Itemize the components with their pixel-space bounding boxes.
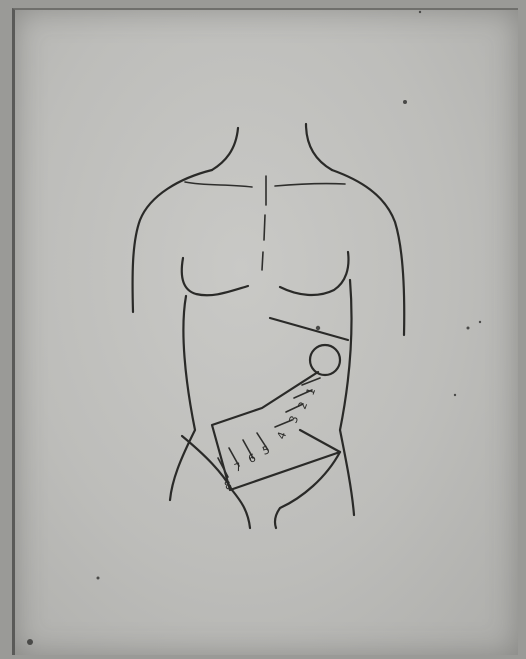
sternum-line [262, 176, 266, 270]
left-leg-line [232, 490, 250, 528]
right-flank [340, 280, 354, 515]
costal-margin-line [270, 318, 348, 340]
neck-right-line [306, 124, 332, 170]
neck-left-line [212, 128, 238, 170]
scale-number-6: 6 [247, 451, 258, 466]
left-clavicle [185, 182, 252, 187]
scale-number-5: 5 [261, 443, 272, 458]
scale-number-3: 3 [287, 414, 302, 425]
right-chest-line [280, 252, 348, 295]
left-chest-line [182, 258, 248, 295]
umbilicus-circle [310, 345, 340, 375]
scale-number-2: 2 [296, 400, 311, 411]
scale-number-8: 8 [223, 478, 234, 493]
scale-number-4: 4 [275, 430, 290, 441]
scale-number-7: 7 [233, 460, 244, 475]
left-flank [170, 296, 195, 500]
right-shoulder-arm [332, 170, 404, 335]
scale-number-1: 1 [304, 386, 319, 397]
left-shoulder-arm [133, 170, 212, 312]
paper-specks [27, 11, 481, 645]
right-clavicle [275, 184, 345, 186]
